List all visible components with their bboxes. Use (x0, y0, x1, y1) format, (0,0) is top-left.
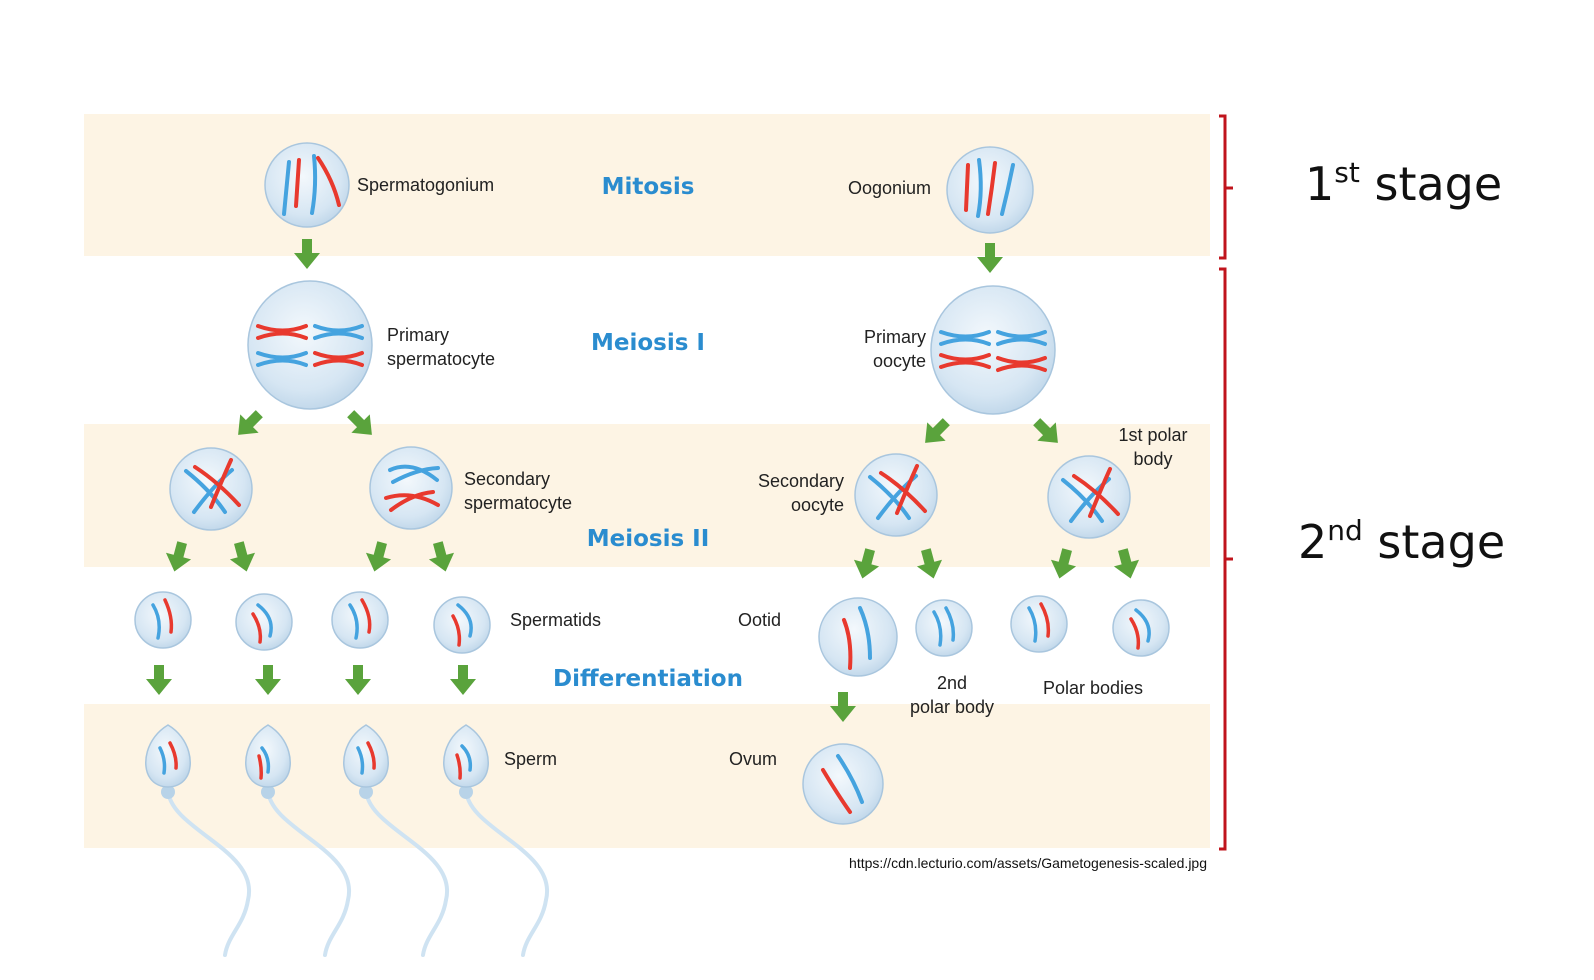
arrow-down (146, 665, 172, 695)
secondary-spermatocyte-cell (369, 446, 453, 530)
arrow-down (450, 665, 476, 695)
label-secondary-spermatocyte: Secondary (464, 469, 550, 489)
spermatid-cell (331, 591, 389, 649)
sperm-cell (245, 724, 352, 957)
source-url: https://cdn.lecturio.com/assets/Gametoge… (849, 855, 1207, 871)
spermatid-cell (235, 593, 293, 651)
label-polar-bodies: Polar bodies (1043, 678, 1143, 698)
first-polar-body-cell (1047, 455, 1131, 539)
second-polar-body-cell (915, 599, 973, 657)
oogonium-cell (946, 146, 1034, 234)
primary-oocyte-cell (930, 285, 1056, 415)
label-first-polar-body: body (1133, 449, 1172, 469)
label-secondary-oocyte: Secondary (758, 471, 844, 491)
polar-body-cell (1010, 595, 1068, 653)
label-primary-oocyte: oocyte (873, 351, 926, 371)
arrow-down (345, 665, 371, 695)
label-oogonium: Oogonium (848, 178, 931, 198)
label-secondary-oocyte: oocyte (791, 495, 844, 515)
sperm-cell (145, 724, 252, 957)
label-secondary-spermatocyte: spermatocyte (464, 493, 572, 513)
band-meiosis-ii (84, 424, 1210, 567)
label-second-polar-body: 2nd (937, 673, 967, 693)
secondary-spermatocyte-cell (169, 447, 253, 531)
label-sperm: Sperm (504, 749, 557, 769)
first-stage-bracket (1219, 114, 1233, 260)
phase-meiosis-i: Meiosis I (591, 330, 705, 356)
label-primary-spermatocyte: spermatocyte (387, 349, 495, 369)
second-stage-label: 2nd stage (1298, 514, 1505, 569)
label-ovum: Ovum (729, 749, 777, 769)
label-primary-oocyte: Primary (864, 327, 926, 347)
primary-spermatocyte-cell (247, 280, 373, 410)
secondary-oocyte-cell (854, 453, 938, 537)
second-stage-bracket (1219, 267, 1233, 851)
sperm-cell (443, 724, 550, 957)
spermatid-cell (134, 591, 192, 649)
spermatogonium-cell (264, 142, 350, 228)
label-spermatogonium: Spermatogonium (357, 175, 494, 195)
phase-mitosis: Mitosis (602, 174, 695, 200)
sperm-cell (343, 724, 450, 957)
label-first-polar-body: 1st polar (1118, 425, 1187, 445)
phase-differentiation: Differentiation (553, 666, 743, 692)
arrow-down (255, 665, 281, 695)
ootid-cell (818, 597, 898, 677)
spermatid-cell (433, 596, 491, 654)
ovum-cell (802, 743, 884, 825)
polar-body-cell (1112, 599, 1170, 657)
first-stage-label: 1st stage (1305, 156, 1502, 211)
label-primary-spermatocyte: Primary (387, 325, 449, 345)
label-spermatids: Spermatids (510, 610, 601, 630)
label-ootid: Ootid (738, 610, 781, 630)
phase-meiosis-ii: Meiosis II (587, 526, 710, 552)
label-second-polar-body: polar body (910, 697, 994, 717)
